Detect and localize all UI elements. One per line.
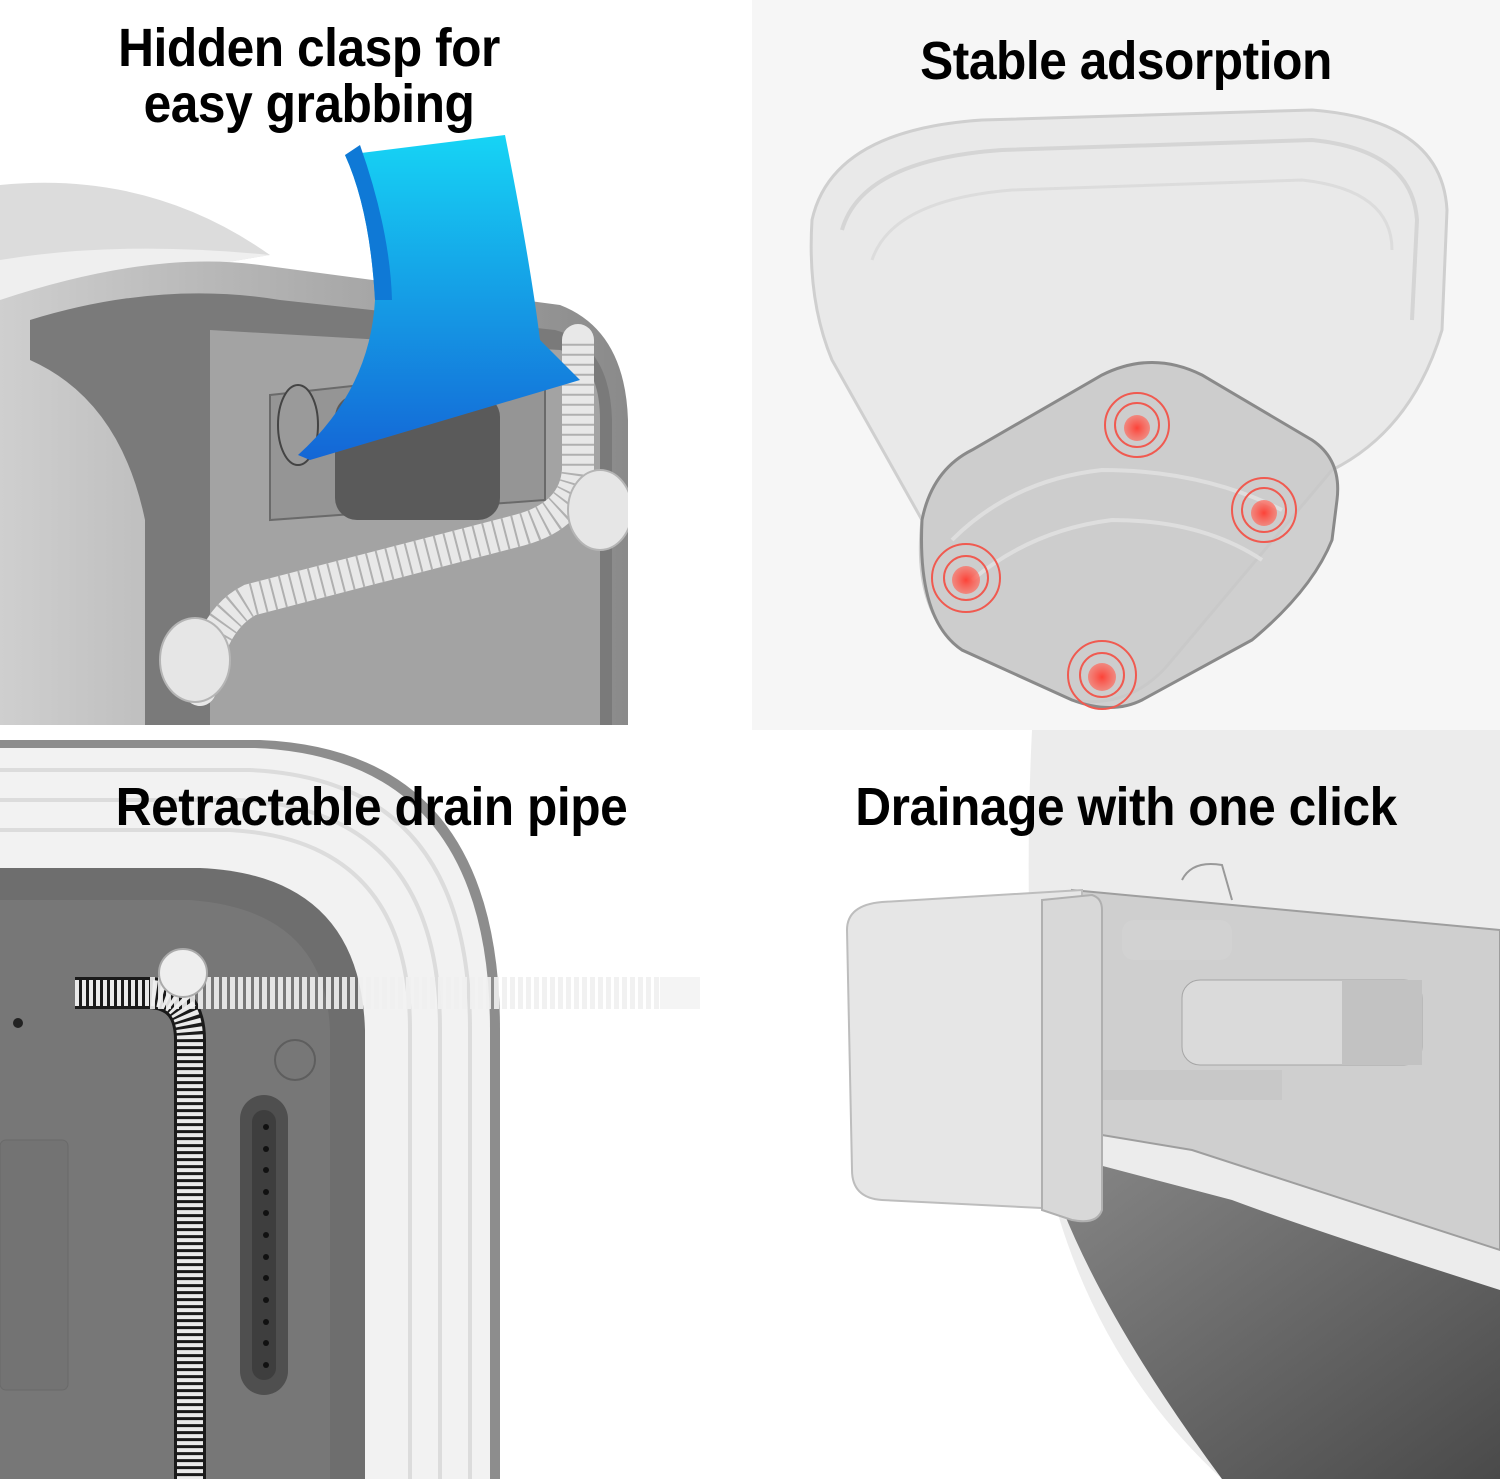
caption-hidden-clasp: Hidden clasp for easy grabbing xyxy=(16,20,603,132)
caption-one-click-drainage: Drainage with one click xyxy=(855,777,1397,837)
caption-line-1: Hidden clasp for xyxy=(118,18,500,78)
suction-cup-icon xyxy=(1067,640,1137,710)
suction-cup-icon xyxy=(931,543,1001,613)
clasp-illustration xyxy=(0,135,628,725)
suction-cup-icon xyxy=(1104,392,1170,458)
panel-stable-adsorption: Stable adsorption xyxy=(752,0,1500,730)
drain-pipe-illustration xyxy=(0,740,700,1479)
drain-button-illustration xyxy=(845,730,1500,1479)
caption-stable-adsorption: Stable adsorption xyxy=(920,31,1332,91)
panel-one-click-drainage: Drainage with one click xyxy=(752,730,1500,1479)
panel-hidden-clasp: Hidden clasp for easy grabbing xyxy=(0,0,628,725)
caption-line-2: easy grabbing xyxy=(143,74,475,134)
bucket-bottom-illustration xyxy=(809,108,1449,710)
panel-retractable-pipe: Retractable drain pipe xyxy=(0,730,748,1479)
caption-retractable-pipe: Retractable drain pipe xyxy=(115,777,628,837)
suction-cup-icon xyxy=(1231,477,1297,543)
